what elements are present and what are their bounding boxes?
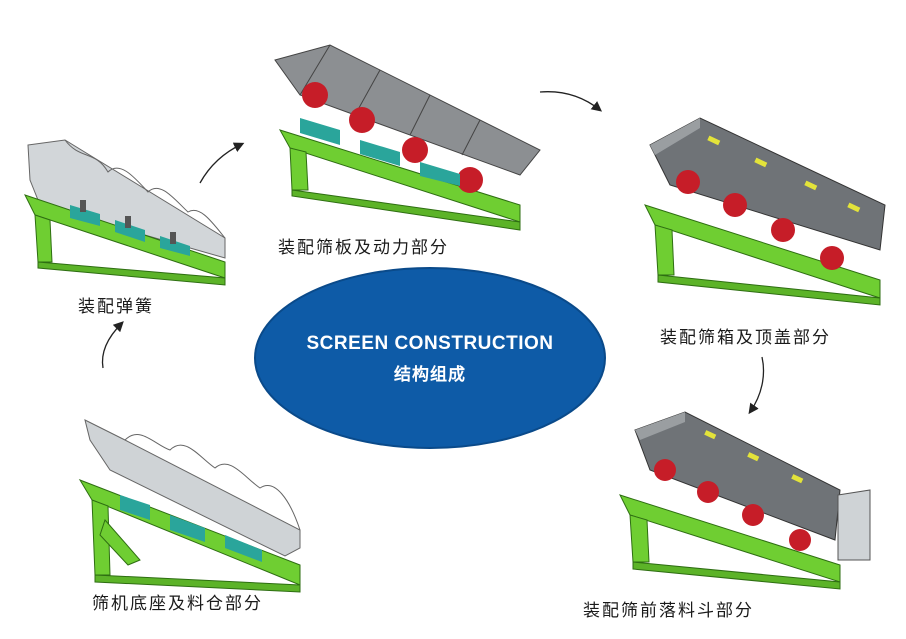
machine-base-hopper-image [78,419,301,593]
step-label-springs: 装配弹簧 [78,297,154,317]
step-label-feed-hopper: 装配筛前落料斗部分 [583,601,754,621]
flow-arrow-2 [199,142,245,184]
step-label-base-hopper: 筛机底座及料仓部分 [92,594,263,614]
center-subtitle: 结构组成 [394,365,466,385]
flow-arrow-4 [748,356,765,415]
machine-springs-image [24,139,226,286]
center-ellipse [254,267,606,449]
machine-feed-hopper-image [619,411,871,590]
step-label-box-cover: 装配筛箱及顶盖部分 [660,328,831,348]
machine-box-cover-image [644,117,886,306]
machine-plates-power-image [274,44,541,231]
flow-arrow-1 [101,321,124,369]
step-label-plates-power: 装配筛板及动力部分 [278,238,449,258]
center-title: SCREEN CONSTRUCTION [306,333,554,354]
flow-arrow-3 [539,91,603,112]
